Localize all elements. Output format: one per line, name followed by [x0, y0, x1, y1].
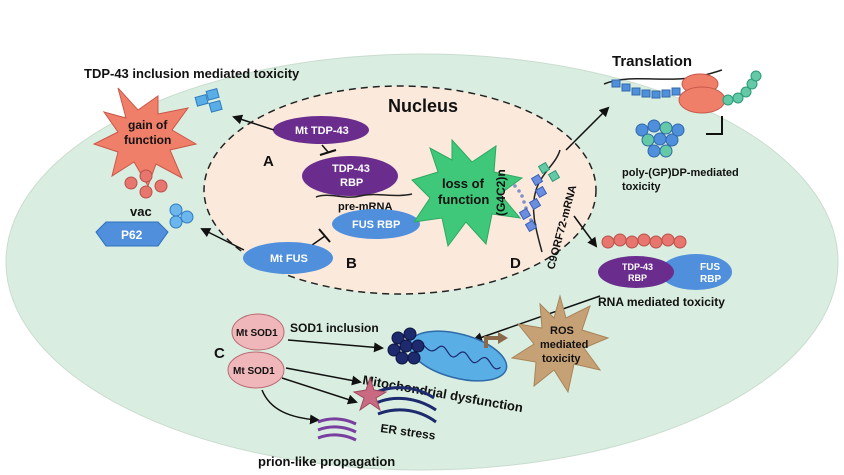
small-fus-rbp-node — [660, 254, 732, 290]
small-tdp43-line1: TDP-43 — [622, 262, 653, 272]
loss-of-function-line2: function — [438, 192, 489, 207]
vacuole-dots — [124, 169, 168, 199]
vac-label: vac — [130, 204, 152, 219]
loss-of-function-burst — [411, 138, 524, 248]
p62-dots — [169, 203, 194, 229]
tdp43-toxicity-label: TDP-43 inclusion mediated toxicity — [84, 66, 300, 81]
small-fus-line2: RBP — [700, 274, 721, 285]
sod1-to-aggregate-arrow — [287, 339, 384, 353]
mt-sod1-label-a: Mt SOD1 — [236, 328, 278, 339]
prion-fibrils — [317, 417, 357, 442]
peptide-teal — [722, 70, 762, 106]
pre-mrna-strand — [315, 193, 413, 198]
rna-toxicity-label: RNA mediated toxicity — [598, 295, 725, 309]
fus-rbp-label: FUS RBP — [352, 219, 400, 231]
mt-tdp43-to-toxicity-arrow — [232, 114, 275, 131]
p62-label: P62 — [121, 228, 143, 242]
inhibit-tdp43-bar — [319, 149, 337, 156]
sod1-aggregate — [387, 327, 425, 365]
aggregate-cubes — [194, 87, 223, 113]
sod1-to-prion-arrow — [261, 389, 320, 425]
gain-of-function-line1: gain of — [128, 118, 168, 132]
ros-line3: toxicity — [542, 353, 581, 365]
fus-rbp-node — [332, 209, 420, 239]
nucleus-label: Nucleus — [388, 96, 458, 116]
sod1-to-mito-arrow — [285, 367, 362, 386]
inhibit-tdp43-line — [321, 144, 329, 153]
small-tdp43-rbp-node — [598, 256, 674, 288]
to-rna-toxicity-arrow — [573, 215, 598, 248]
prion-label: prion-like propagation — [258, 454, 395, 469]
label-d: D — [510, 255, 521, 272]
ros-line1: ROS — [550, 325, 574, 337]
c9-repeat-blocks — [518, 161, 561, 233]
poly-gp-line1: poly-(GP)DP-mediated — [622, 167, 739, 179]
p62-hexagon — [95, 221, 169, 247]
rna-to-mito-arrow — [472, 295, 601, 343]
poly-gp-aggregate — [635, 119, 685, 158]
sod1-to-er-arrow — [281, 377, 358, 405]
small-fus-line1: FUS — [700, 262, 720, 273]
loss-of-function-line1: loss of — [442, 176, 485, 191]
mt-tdp43-label: Mt TDP-43 — [295, 125, 349, 137]
ros-burst — [510, 294, 610, 394]
ribosome — [678, 73, 726, 114]
gain-of-function-line2: function — [124, 133, 171, 147]
mt-fus-node — [243, 242, 333, 274]
sod1-inclusion-label: SOD1 inclusion — [290, 321, 379, 335]
mt-tdp43-node — [273, 116, 369, 144]
mt-sod1-label-b: Mt SOD1 — [233, 366, 275, 377]
peptide-chain — [611, 79, 681, 99]
tdp43-rbp-node — [302, 156, 398, 196]
g4c2-label: (G4C2)n — [494, 169, 508, 216]
ros-line2: mediated — [540, 339, 588, 351]
inhibit-fus-bar — [318, 228, 331, 243]
er-stress-star — [352, 376, 388, 412]
translation-label: Translation — [612, 53, 692, 70]
mt-fus-label: Mt FUS — [270, 253, 308, 265]
label-c: C — [214, 345, 225, 362]
poly-gp-line2: toxicity — [622, 181, 661, 193]
rna-foci-dots — [601, 233, 687, 249]
small-tdp43-line2: RBP — [628, 273, 647, 283]
tdp43-rbp-line2: RBP — [340, 177, 363, 189]
to-translation-arrow — [565, 106, 610, 151]
label-b: B — [346, 255, 357, 272]
label-a: A — [263, 153, 274, 170]
mitochondrion — [408, 330, 508, 382]
mt-sod1-node-b — [227, 351, 285, 389]
tdp43-rbp-line1: TDP-43 — [332, 163, 370, 175]
mt-sod1-node-a — [231, 313, 285, 351]
mt-fus-to-p62-arrow — [200, 228, 245, 251]
mito-output-arrow — [484, 336, 500, 348]
translation-down-arrow — [706, 116, 723, 135]
gain-of-function-burst — [92, 87, 198, 188]
